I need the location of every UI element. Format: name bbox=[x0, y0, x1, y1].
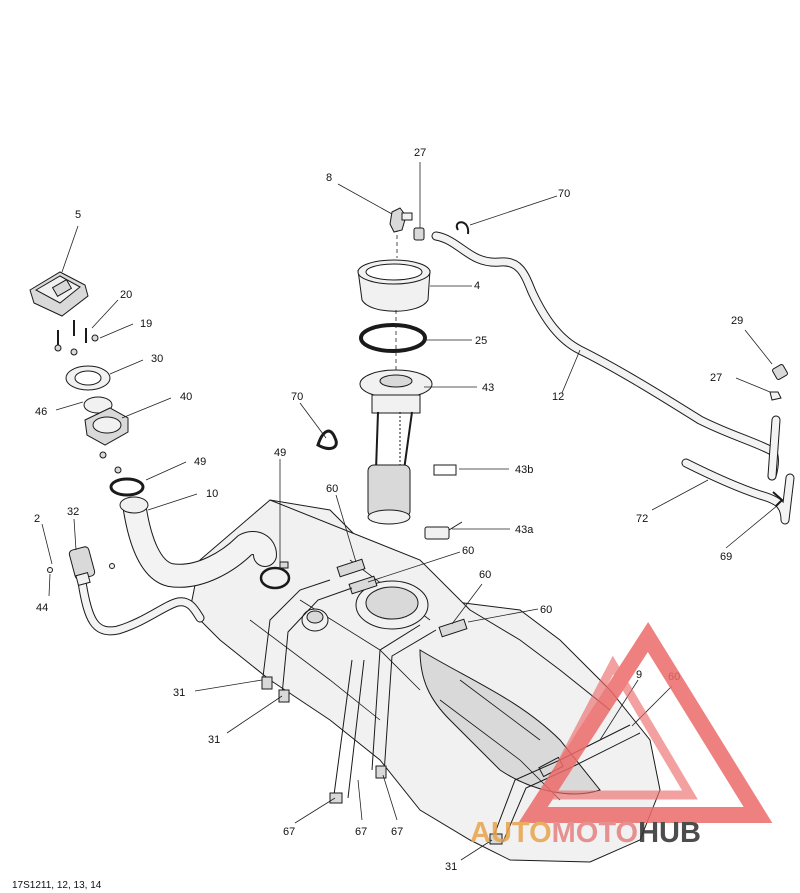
watermark-triangle-inner bbox=[537, 655, 698, 800]
callout-46: 46 bbox=[35, 406, 47, 418]
hose-clamp-small bbox=[413, 227, 425, 241]
fuel-level-sender bbox=[424, 521, 463, 540]
pump-locking-ring bbox=[357, 259, 431, 312]
filler-neck-adapter bbox=[83, 396, 129, 474]
filler-neck-opening bbox=[355, 580, 429, 630]
callout-72: 72 bbox=[636, 513, 648, 525]
callout-4: 4 bbox=[474, 280, 480, 292]
svg-text:AUTOMOTOHUB: AUTOMOTOHUB bbox=[470, 817, 701, 849]
leader-lines bbox=[41, 162, 779, 861]
fuel-cap bbox=[29, 271, 89, 317]
callout-60c: 60 bbox=[479, 569, 491, 581]
callout-67c: 67 bbox=[391, 826, 403, 838]
fuel-line bbox=[431, 231, 781, 481]
pump-label-decal bbox=[433, 464, 457, 476]
callout-31b: 31 bbox=[208, 734, 220, 746]
callout-9: 9 bbox=[636, 669, 642, 681]
callout-31a: 31 bbox=[173, 687, 185, 699]
tank-straps bbox=[261, 579, 641, 845]
callout-2: 2 bbox=[34, 513, 40, 525]
callout-27b: 27 bbox=[710, 372, 722, 384]
quick-connect bbox=[769, 364, 788, 507]
callout-labels: 27 8 70 5 4 20 19 25 30 29 43 27 46 40 7… bbox=[34, 147, 743, 873]
callout-67b: 67 bbox=[355, 826, 367, 838]
callout-69: 69 bbox=[720, 551, 732, 563]
diagram-code: 17S1211, 12, 13, 14 bbox=[12, 880, 102, 891]
watermark-auto: AUTO bbox=[470, 817, 552, 849]
callout-10: 10 bbox=[206, 488, 218, 500]
callout-60b: 60 bbox=[462, 545, 474, 557]
callout-44: 44 bbox=[36, 602, 48, 614]
callout-43a: 43a bbox=[515, 524, 534, 536]
callout-43: 43 bbox=[482, 382, 494, 394]
callout-70a: 70 bbox=[558, 188, 570, 200]
tank-strap-retainers bbox=[336, 558, 564, 778]
callout-12: 12 bbox=[552, 391, 564, 403]
callout-5: 5 bbox=[75, 209, 81, 221]
cap-screws bbox=[54, 320, 99, 356]
fuel-pump-module bbox=[359, 369, 433, 525]
watermark-moto: MOTO bbox=[552, 817, 638, 849]
filler-hose bbox=[119, 496, 277, 588]
return-line bbox=[681, 458, 795, 525]
callout-60a: 60 bbox=[326, 483, 338, 495]
pump-gasket bbox=[359, 323, 427, 353]
pump-elbow-fitting bbox=[389, 207, 413, 233]
tank-vent-fitting bbox=[301, 608, 329, 632]
callout-30: 30 bbox=[151, 353, 163, 365]
callout-20: 20 bbox=[120, 289, 132, 301]
callout-49b: 49 bbox=[194, 456, 206, 468]
callout-27a: 27 bbox=[414, 147, 426, 159]
callout-19: 19 bbox=[140, 318, 152, 330]
watermark-triangle-outer bbox=[518, 622, 773, 823]
callout-40: 40 bbox=[180, 391, 192, 403]
callout-70b: 70 bbox=[291, 391, 303, 403]
watermark-logo: AUTOMOTOHUB bbox=[470, 622, 773, 849]
callout-60d: 60 bbox=[540, 604, 552, 616]
watermark-hub: HUB bbox=[638, 817, 701, 849]
filler-clamp bbox=[109, 477, 145, 497]
callout-31c: 31 bbox=[445, 861, 457, 873]
callout-67a: 67 bbox=[283, 826, 295, 838]
vent-valve bbox=[47, 546, 115, 586]
callout-8: 8 bbox=[326, 172, 332, 184]
filler-flange-gasket bbox=[65, 365, 111, 391]
callout-32: 32 bbox=[67, 506, 79, 518]
pump-dashed-axis bbox=[395, 228, 398, 370]
callout-25: 25 bbox=[475, 335, 487, 347]
vent-clip bbox=[316, 429, 338, 450]
callout-29: 29 bbox=[731, 315, 743, 327]
fuel-line-clamp bbox=[455, 221, 470, 235]
callout-49a: 49 bbox=[274, 447, 286, 459]
vent-hose bbox=[77, 577, 205, 636]
callout-43b: 43b bbox=[515, 464, 533, 476]
